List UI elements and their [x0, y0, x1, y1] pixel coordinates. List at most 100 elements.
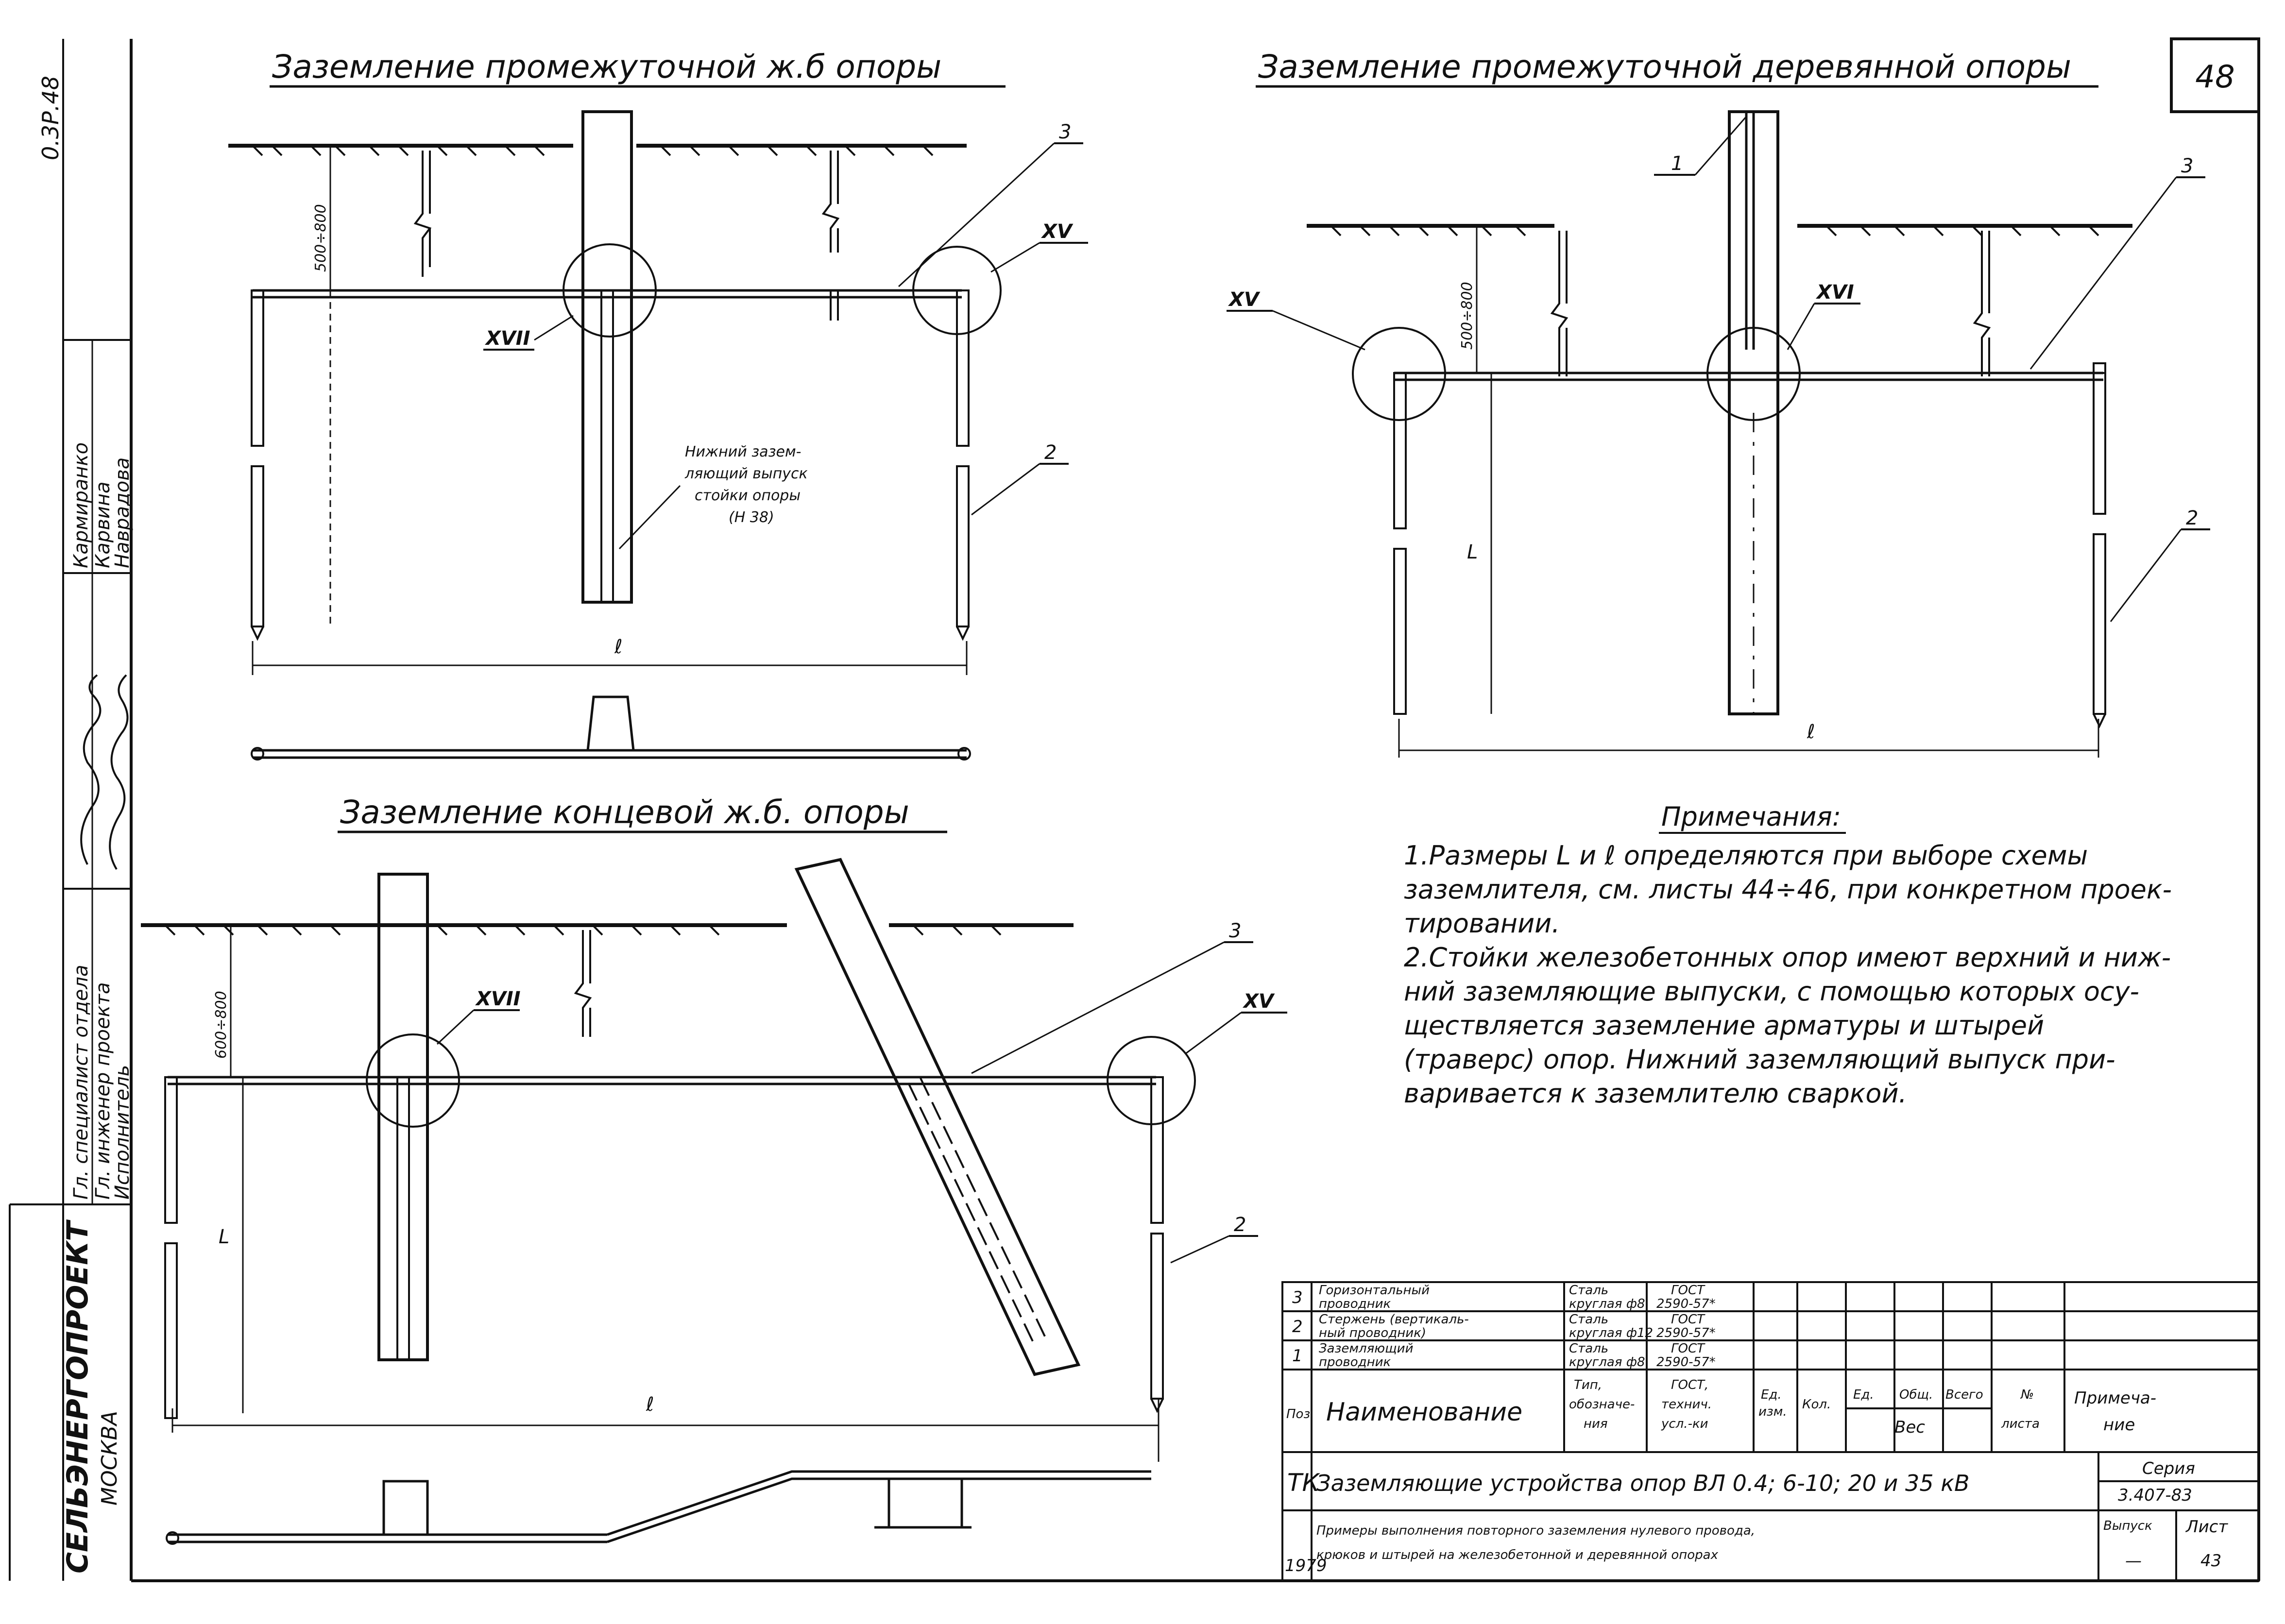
spec-row-1-gost-a: ГОСТ	[1671, 1283, 1705, 1298]
view2-rod-right	[2093, 372, 2106, 515]
stamp-role-2: Гл. инженер проекта	[92, 982, 114, 1200]
view1-rod-left	[251, 289, 264, 447]
spec-header-w-unit: Ед.	[1853, 1387, 1874, 1402]
view2-callout-circle-xvi	[1706, 327, 1801, 421]
view2-callout-xv: XV	[1228, 288, 1261, 311]
title-block-year: 1979	[1285, 1556, 1327, 1575]
view3-title: Заземление концевой ж.б. опоры	[340, 794, 909, 831]
spec-header-type-a: Тип,	[1574, 1378, 1602, 1392]
note-line-2: заземлителя, см. листы 44÷46, при конкре…	[1404, 874, 2172, 905]
view1-callout-xv: XV	[1040, 220, 1074, 243]
spec-row-3-gost-b: 2590-57*	[1656, 1355, 1716, 1370]
signature-2	[109, 674, 129, 870]
spec-row-2-type-b: круглая ф12	[1569, 1326, 1653, 1340]
spec-header-unit-b: изм.	[1758, 1404, 1787, 1419]
view-rc-terminal: Заземление концевой ж.б. опоры XVII XV	[141, 794, 1287, 1545]
note-line-8: варивается к заземлителю сваркой.	[1404, 1078, 1907, 1109]
spec-row-3-gost-a: ГОСТ	[1671, 1341, 1705, 1356]
spec-row-2-name-b: ный проводник)	[1319, 1326, 1426, 1340]
view1-callout-circle-xvii	[563, 243, 657, 338]
spec-header-weight: Вес	[1894, 1418, 1925, 1437]
view1-plan-view	[251, 695, 971, 761]
spec-header-gost-c: усл.-ки	[1661, 1417, 1708, 1431]
spec-row-1-name-b: проводник	[1319, 1297, 1391, 1311]
view3-dim-l: ℓ	[646, 1393, 654, 1416]
spec-header-w-total: Общ.	[1899, 1387, 1933, 1402]
spec-header-unit-a: Ед.	[1761, 1387, 1782, 1402]
spec-header-remark-a: Примеча-	[2074, 1388, 2156, 1408]
spec-header-name: Наименование	[1326, 1398, 1522, 1427]
spec-row-1-type-a: Сталь	[1569, 1283, 1608, 1298]
spec-header-pos: Поз.	[1286, 1407, 1314, 1421]
view2-depth-dim: 500÷800	[1459, 282, 1476, 350]
title-block-issue-label: Выпуск	[2103, 1519, 2152, 1533]
stamp-name-3: Наврадова	[111, 457, 134, 568]
spec-header-type-b: обозначе-	[1569, 1397, 1635, 1412]
note-line-1: 1.Размеры L и ℓ определяются при выборе …	[1404, 840, 2088, 871]
view3-depth-dim: 600÷800	[213, 991, 230, 1059]
view1-callout-circle-xv	[912, 246, 1002, 335]
view3-callout-circle-xv	[1107, 1036, 1196, 1125]
spec-header-w-all: Всего	[1945, 1387, 1983, 1402]
spec-header-sheet-no-a: №	[2020, 1387, 2034, 1402]
view3-callout-xv: XV	[1242, 990, 1275, 1013]
note-line-6: ществляется заземление арматуры и штырей	[1404, 1010, 2044, 1041]
view3-rod-left	[164, 1076, 178, 1224]
title-block-sheet-value: 43	[2200, 1551, 2221, 1571]
view1-dim-l: ℓ	[614, 636, 623, 658]
spec-row-2-gost-b: 2590-57*	[1656, 1326, 1716, 1340]
view1-depth-dim: 500÷800	[312, 204, 329, 272]
view3-rc-pole	[377, 873, 429, 1361]
view2-dim-L: L	[1467, 541, 1478, 563]
stamp-role-3: Исполнитель	[111, 1065, 134, 1200]
view1-ground-hatch	[252, 145, 934, 156]
title-block-org: ТК	[1287, 1469, 1321, 1497]
stamp-code: 0.3Р.48	[37, 76, 64, 160]
view2-title: Заземление промежуточной деревянной опор…	[1258, 48, 2071, 85]
title-block: ТК Заземляющие устройства опор ВЛ 0.4; 6…	[1285, 1459, 2228, 1575]
spec-row-1-gost-b: 2590-57*	[1656, 1297, 1716, 1311]
title-block-title: Заземляющие устройства опор ВЛ 0.4; 6-10…	[1316, 1470, 1970, 1496]
spec-header-gost-b: технич.	[1661, 1397, 1712, 1412]
title-block-sheet-label: Лист	[2185, 1517, 2228, 1537]
stamp-name-2: Карвина	[92, 481, 114, 568]
spec-header-qty: Кол.	[1802, 1397, 1831, 1412]
view1-title: Заземление промежуточной ж.б опоры	[272, 48, 941, 85]
spec-row-2-pos: 2	[1292, 1317, 1303, 1336]
title-block-issue-value: —	[2125, 1551, 2142, 1571]
notes-heading: Примечания:	[1661, 801, 1841, 832]
stamp-role-1: Гл. специалист отдела	[70, 965, 92, 1200]
view-wood-intermediate: Заземление промежуточной деревянной опор…	[1227, 48, 2210, 758]
spec-row-1-type-b: круглая ф8	[1569, 1297, 1645, 1311]
spec-row-3-pos: 1	[1292, 1346, 1303, 1366]
sheet-number: 48	[2195, 59, 2234, 95]
stamp-name-1: Кармиранко	[70, 442, 92, 568]
title-block-series-label: Серия	[2142, 1459, 2195, 1478]
view1-note-line-3: стойки опоры	[695, 487, 801, 504]
note-line-7: (траверс) опор. Нижний заземляющий выпус…	[1404, 1044, 2115, 1075]
spec-row-1-name-a: Горизонтальный	[1319, 1283, 1430, 1298]
notes-block: Примечания: 1.Размеры L и ℓ определяются…	[1404, 801, 2172, 1109]
view2-pos-1: 1	[1671, 152, 1683, 175]
spec-row-3-name-b: проводник	[1319, 1355, 1391, 1370]
signature-1	[80, 674, 102, 865]
spec-row-1-pos: 3	[1292, 1288, 1303, 1307]
view1-note-line-2: ляющий выпуск	[684, 465, 808, 482]
stamp-city: МОСКВА	[97, 1411, 122, 1506]
view3-pos-3: 3	[1229, 920, 1241, 942]
view2-rod-left	[1393, 372, 1407, 529]
view2-pos-2: 2	[2186, 507, 2198, 529]
view3-rod-right	[1150, 1076, 1164, 1224]
view3-callout-circle-xvii	[366, 1033, 460, 1128]
note-line-4: 2.Стойки железобетонных опор имеют верхн…	[1404, 942, 2171, 973]
spec-row-3-type-b: круглая ф8	[1569, 1355, 1645, 1370]
view1-pos-3: 3	[1059, 121, 1071, 143]
spec-row-3-type-a: Сталь	[1569, 1341, 1608, 1356]
spec-table-text: 3 Горизонтальный проводник Сталь круглая…	[1286, 1283, 2156, 1437]
spec-row-2-gost-a: ГОСТ	[1671, 1312, 1705, 1327]
title-block-subtitle-1: Примеры выполнения повторного заземления…	[1316, 1523, 1755, 1538]
view1-rc-pole	[581, 110, 633, 604]
view3-pos-2: 2	[1234, 1214, 1246, 1236]
title-block-subtitle-2: крюков и штырей на железобетонной и дере…	[1316, 1548, 1719, 1562]
